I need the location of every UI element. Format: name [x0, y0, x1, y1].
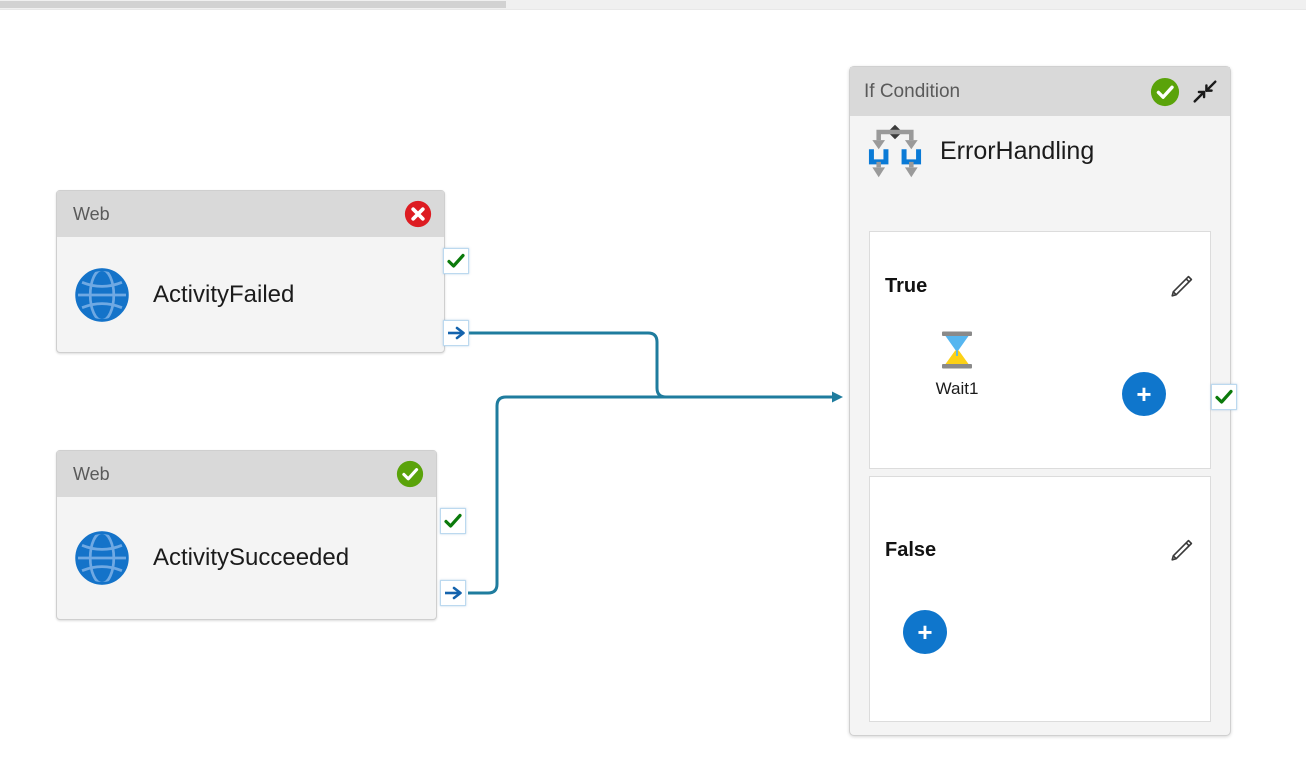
green-check-icon — [444, 513, 462, 528]
error-circle-icon — [404, 200, 432, 228]
success-circle-icon — [1150, 77, 1180, 106]
success-circle-icon — [396, 460, 424, 488]
blue-arrow-icon — [445, 586, 462, 600]
activity-card-header: Web — [57, 191, 444, 237]
horizontal-scrollbar-thumb[interactable] — [0, 1, 506, 8]
activity-card-body: ActivityFailed — [57, 237, 444, 352]
hourglass-icon — [942, 331, 972, 369]
horizontal-scrollbar-track[interactable] — [0, 0, 1306, 10]
edge-activityfailed-to-ifcondition — [468, 331, 843, 403]
globe-icon — [75, 531, 129, 585]
if-condition-container[interactable]: If Condition — [849, 66, 1231, 736]
activity-card-activitysucceeded[interactable]: Web ActivitySucceeded — [56, 450, 437, 620]
if-condition-type-label: If Condition — [864, 80, 961, 102]
true-branch-add-activity-button[interactable]: + — [1122, 372, 1166, 416]
pencil-icon[interactable] — [1168, 274, 1194, 300]
if-condition-icon — [868, 124, 922, 178]
false-branch-panel[interactable]: False + — [869, 476, 1211, 722]
true-branch-label: True — [885, 275, 928, 297]
wait1-activity-node[interactable]: Wait1 — [912, 330, 1002, 399]
if-condition-header: If Condition — [850, 67, 1230, 116]
activity-type-label: Web — [73, 463, 110, 484]
if-condition-port-success[interactable] — [1211, 384, 1237, 410]
globe-icon — [75, 267, 129, 322]
activity-card-activityfailed[interactable]: Web ActivityFailed — [56, 190, 445, 353]
activity-name-label: ActivitySucceeded — [153, 544, 350, 571]
blue-arrow-icon — [448, 326, 465, 340]
false-branch-label: False — [885, 539, 937, 561]
if-condition-name-label: ErrorHandling — [940, 136, 1095, 165]
collapse-arrows-icon[interactable] — [1190, 77, 1220, 107]
activitysucceeded-port-success[interactable] — [440, 508, 466, 534]
wait1-activity-label: Wait1 — [935, 379, 979, 398]
activity-card-body: ActivitySucceeded — [57, 497, 436, 619]
pencil-icon[interactable] — [1168, 538, 1194, 564]
true-branch-panel[interactable]: True Wait1 + — [869, 231, 1211, 469]
activityfailed-port-completion[interactable] — [443, 320, 469, 346]
activity-card-header: Web — [57, 451, 436, 497]
activity-name-label: ActivityFailed — [153, 280, 295, 308]
activity-type-label: Web — [73, 203, 110, 224]
activitysucceeded-port-completion[interactable] — [440, 580, 466, 606]
green-check-icon — [1215, 389, 1233, 404]
green-check-icon — [447, 253, 465, 268]
false-branch-add-activity-button[interactable]: + — [903, 610, 947, 654]
if-condition-name-row: ErrorHandling — [850, 116, 1230, 186]
edge-activitysucceeded-to-ifcondition — [468, 395, 833, 595]
activityfailed-port-success[interactable] — [443, 248, 469, 274]
